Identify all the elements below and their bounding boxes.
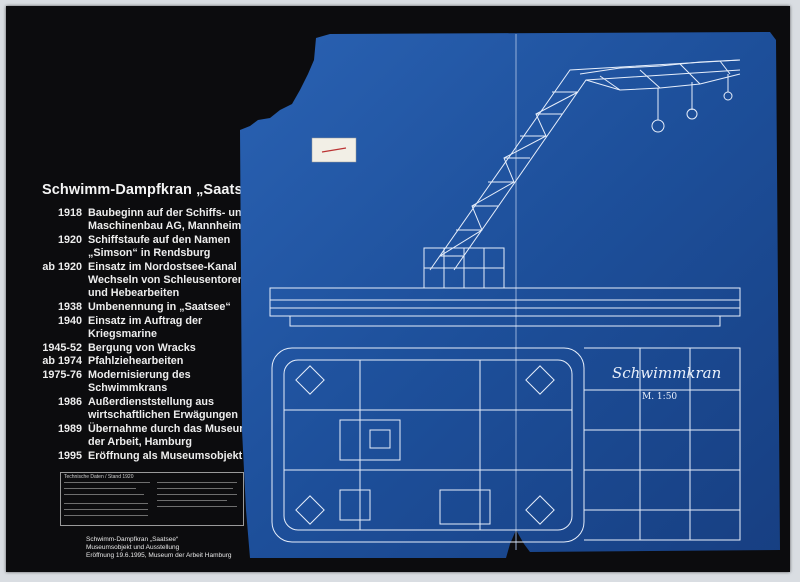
timeline-year: 1918 — [57, 207, 82, 219]
blueprint-drawing — [240, 32, 780, 558]
timeline-text: Eröffnung als Museumsobjekt — [88, 449, 243, 462]
timeline-entry: 1975-76 Modernisierung des Schwimmkrans — [30, 369, 260, 395]
timeline-text: Schiffstaufe auf den Namen „Simson“ in R… — [88, 233, 231, 260]
timeline-year: 1938 — [57, 300, 82, 313]
timeline-year: 1995 — [57, 449, 82, 462]
timeline-text: Pfahlziehearbeiten — [88, 355, 184, 368]
drawing-title: Schwimmkran — [612, 364, 722, 382]
timeline-year: 1975-76 — [42, 368, 82, 381]
timeline-text: Modernisierung des Schwimmkrans — [88, 368, 191, 395]
timeline-year: 1945-52 — [42, 341, 82, 354]
tech-text-line — [64, 482, 150, 483]
timeline-text: Außerdienststellung aus wirtschaftlichen… — [88, 395, 238, 422]
timeline-year: ab 1974 — [42, 355, 82, 368]
tech-text-line — [157, 494, 237, 495]
timeline-year: ab 1920 — [42, 260, 82, 273]
timeline-entry: 1940 Einsatz im Auftrag der Kriegsmarine — [30, 315, 260, 341]
timeline-entry: 1938 Umbenennung in „Saatsee“ — [30, 301, 260, 314]
timeline-entry: 1920 Schiffstaufe auf den Namen „Simson“… — [30, 234, 260, 260]
tech-text-line — [64, 503, 148, 504]
timeline-year: 1940 — [57, 314, 82, 327]
drawing-scale: M. 1:50 — [642, 392, 678, 402]
timeline-entry: 1989 Übernahme durch das Museum der Arbe… — [30, 423, 260, 449]
timeline-text: Einsatz im Nordostsee-Kanal Wechseln von… — [88, 260, 245, 300]
technical-data-box: Technische Daten / Stand 1920 — [60, 472, 244, 526]
timeline-entry: ab 1974 Pfahlziehearbeiten — [30, 355, 260, 368]
timeline-year: 1989 — [57, 422, 82, 435]
tech-text-line — [64, 515, 148, 516]
footer-info: Schwimm-Dampfkran „Saatsee“ Museumsobjek… — [86, 536, 232, 560]
tech-text-line — [157, 506, 237, 507]
poster-title: Schwimm-Dampfkran „Saatsee“ — [42, 182, 267, 198]
timeline-entry: 1986 Außerdienststellung aus wirtschaftl… — [30, 396, 260, 422]
timeline-text: Umbenennung in „Saatsee“ — [88, 300, 231, 313]
hull-side-view — [269, 287, 741, 317]
tech-text-line — [64, 494, 144, 495]
timeline-text: Übernahme durch das Museum der Arbeit, H… — [88, 422, 249, 448]
technical-data-title: Technische Daten / Stand 1920 — [64, 474, 134, 480]
museum-poster: Schwimm-Dampfkran „Saatsee“ 1918 Baubegi… — [6, 6, 790, 572]
footer-line: Eröffnung 19.6.1995, Museum der Arbeit H… — [86, 552, 232, 559]
crane-blueprint: Schwimmkran M. 1:50 — [240, 30, 780, 558]
timeline-entry: 1995 Eröffnung als Museumsobjekt — [30, 450, 260, 463]
timeline-text: Baubeginn auf der Schiffs- und Maschinen… — [88, 207, 249, 233]
deck-plan — [271, 347, 585, 543]
timeline-entry: 1918 Baubeginn auf der Schiffs- und Masc… — [30, 207, 260, 233]
timeline: 1918 Baubeginn auf der Schiffs- und Masc… — [30, 207, 260, 463]
timeline-year: 1920 — [57, 233, 82, 246]
footer-line: Schwimm-Dampfkran „Saatsee“ — [86, 536, 179, 543]
section-plan — [584, 347, 741, 541]
tech-text-line — [64, 488, 136, 489]
timeline-entry: ab 1920 Einsatz im Nordostsee-Kanal Wech… — [30, 261, 260, 301]
timeline-text: Einsatz im Auftrag der Kriegsmarine — [88, 314, 203, 340]
timeline-text: Bergung von Wracks — [88, 341, 196, 354]
blueprint-sheet — [240, 32, 780, 558]
footer-line: Museumsobjekt und Ausstellung — [86, 544, 180, 551]
tech-text-line — [64, 509, 148, 510]
timeline-entry: 1945-52 Bergung von Wracks — [30, 342, 260, 355]
tech-text-line — [157, 488, 233, 489]
tech-text-line — [157, 500, 227, 501]
tech-text-line — [157, 482, 237, 483]
timeline-year: 1986 — [57, 395, 82, 408]
